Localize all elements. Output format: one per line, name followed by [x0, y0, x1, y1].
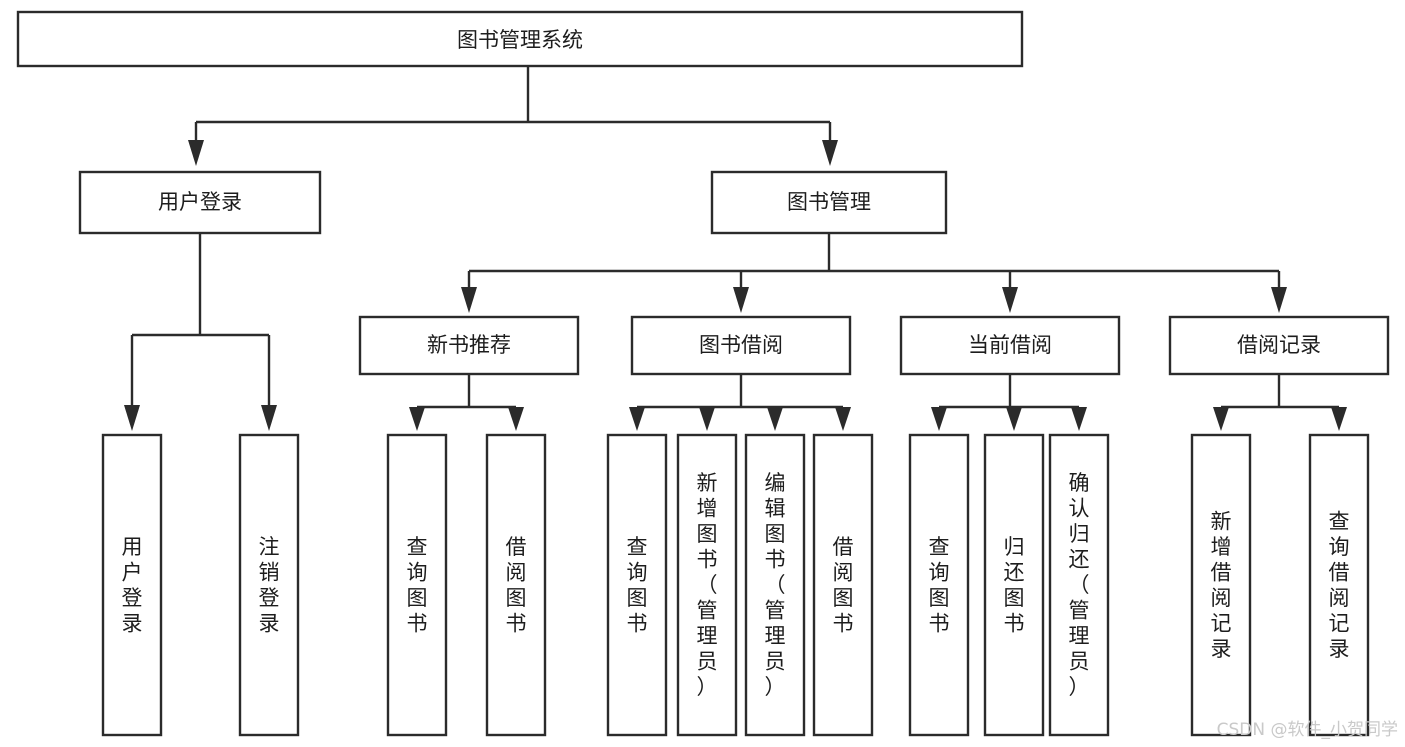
node-root-label: 图书管理系统 — [457, 28, 583, 52]
node-current-borrow[interactable]: 当前借阅 — [899, 315, 1121, 376]
node-leaf-box[interactable] — [983, 433, 1045, 737]
node-leaf-query-books-recommend[interactable]: 查询图书 — [386, 433, 448, 737]
node-leaf-box[interactable] — [101, 433, 163, 737]
node-leaf-box[interactable] — [606, 433, 668, 737]
node-user-login-box[interactable] — [78, 170, 322, 235]
node-leaf-box[interactable] — [744, 433, 806, 737]
node-borrow-records[interactable]: 借阅记录 — [1168, 315, 1390, 376]
node-leaf-borrow-books[interactable]: 借阅图书 — [812, 433, 874, 737]
node-leaf-edit-book-admin[interactable]: 编辑图书（管理员） — [744, 433, 806, 737]
connector-group-current-borrow — [931, 374, 1087, 431]
arrow-head-icon — [822, 140, 838, 166]
node-leaf-user-login[interactable]: 用户登录 — [101, 433, 163, 737]
node-leaf-label: 新增借阅记录 — [1211, 509, 1232, 661]
node-book-management[interactable]: 图书管理 — [710, 170, 948, 235]
arrow-head-icon — [733, 287, 749, 313]
node-root[interactable]: 图书管理系统 — [16, 10, 1024, 68]
node-leaf-box[interactable] — [676, 433, 738, 737]
connector-group-records — [1213, 374, 1347, 431]
arrow-head-icon — [461, 287, 477, 313]
node-borrow-records-box[interactable] — [1168, 315, 1390, 376]
node-leaf-return-books[interactable]: 归还图书 — [983, 433, 1045, 737]
node-leaf-add-book-admin[interactable]: 新增图书（管理员） — [676, 433, 738, 737]
node-root-box[interactable] — [16, 10, 1024, 68]
arrow-head-icon — [409, 407, 425, 431]
connector-group-root — [188, 66, 838, 166]
arrow-head-icon — [124, 405, 140, 431]
arrow-head-icon — [931, 407, 947, 431]
node-leaf-box[interactable] — [1190, 433, 1252, 737]
node-leaf-label: 用户登录 — [122, 535, 143, 636]
node-leaf-box[interactable] — [238, 433, 300, 737]
node-leaf-box[interactable] — [908, 433, 970, 737]
node-leaf-label: 确认归还（管理员） — [1069, 471, 1090, 699]
node-leaf-query-books-borrow[interactable]: 查询图书 — [606, 433, 668, 737]
node-borrow-records-label: 借阅记录 — [1237, 333, 1321, 357]
connector-group-borrow — [629, 374, 851, 431]
node-leaf-add-borrow-record[interactable]: 新增借阅记录 — [1190, 433, 1252, 737]
node-leaf-label: 注销登录 — [259, 535, 280, 636]
node-new-book-recommend-label: 新书推荐 — [427, 333, 511, 357]
node-leaf-box[interactable] — [386, 433, 448, 737]
watermark-text: CSDN @软件_小贺同学 — [1217, 720, 1398, 740]
node-book-borrow[interactable]: 图书借阅 — [630, 315, 852, 376]
connector-group-user-login — [124, 233, 277, 431]
arrow-head-icon — [188, 140, 204, 166]
arrow-head-icon — [508, 407, 524, 431]
arrow-head-icon — [1071, 407, 1087, 431]
connector-group-new-book — [409, 374, 524, 431]
node-leaf-label: 查询图书 — [407, 535, 428, 636]
node-user-login-label: 用户登录 — [158, 190, 242, 214]
node-user-login[interactable]: 用户登录 — [78, 170, 322, 235]
node-book-borrow-label: 图书借阅 — [699, 333, 783, 357]
node-leaf-label: 新增图书（管理员） — [697, 471, 718, 699]
node-leaf-box[interactable] — [1048, 433, 1110, 737]
node-leaf-label: 借阅图书 — [506, 535, 527, 636]
arrow-head-icon — [835, 407, 851, 431]
node-new-book-recommend[interactable]: 新书推荐 — [358, 315, 580, 376]
node-leaf-borrow-books-recommend[interactable]: 借阅图书 — [485, 433, 547, 737]
connector-group-book-mgmt — [461, 233, 1287, 313]
arrow-head-icon — [699, 407, 715, 431]
node-leaf-label: 查询图书 — [929, 535, 950, 636]
arrow-head-icon — [767, 407, 783, 431]
arrow-head-icon — [1213, 407, 1229, 431]
node-leaf-logout[interactable]: 注销登录 — [238, 433, 300, 737]
node-leaf-label: 编辑图书（管理员） — [765, 471, 786, 699]
node-leaf-label: 借阅图书 — [833, 535, 854, 636]
node-leaf-query-borrow-record[interactable]: 查询借阅记录 — [1308, 433, 1370, 737]
arrow-head-icon — [629, 407, 645, 431]
node-leaf-label: 归还图书 — [1004, 535, 1025, 636]
node-leaf-box[interactable] — [485, 433, 547, 737]
node-current-borrow-label: 当前借阅 — [968, 333, 1052, 357]
arrow-head-icon — [1006, 407, 1022, 431]
node-book-management-label: 图书管理 — [787, 190, 871, 214]
node-leaf-label: 查询图书 — [627, 535, 648, 636]
arrow-head-icon — [1271, 287, 1287, 313]
node-leaf-label: 查询借阅记录 — [1329, 509, 1350, 661]
node-leaf-query-books-current[interactable]: 查询图书 — [908, 433, 970, 737]
arrow-head-icon — [1331, 407, 1347, 431]
node-leaf-confirm-return-admin[interactable]: 确认归还（管理员） — [1048, 433, 1110, 737]
node-leaf-box[interactable] — [1308, 433, 1370, 737]
arrow-head-icon — [1002, 287, 1018, 313]
node-new-book-recommend-box[interactable] — [358, 315, 580, 376]
node-book-borrow-box[interactable] — [630, 315, 852, 376]
node-current-borrow-box[interactable] — [899, 315, 1121, 376]
node-book-management-box[interactable] — [710, 170, 948, 235]
arrow-head-icon — [261, 405, 277, 431]
node-leaf-box[interactable] — [812, 433, 874, 737]
